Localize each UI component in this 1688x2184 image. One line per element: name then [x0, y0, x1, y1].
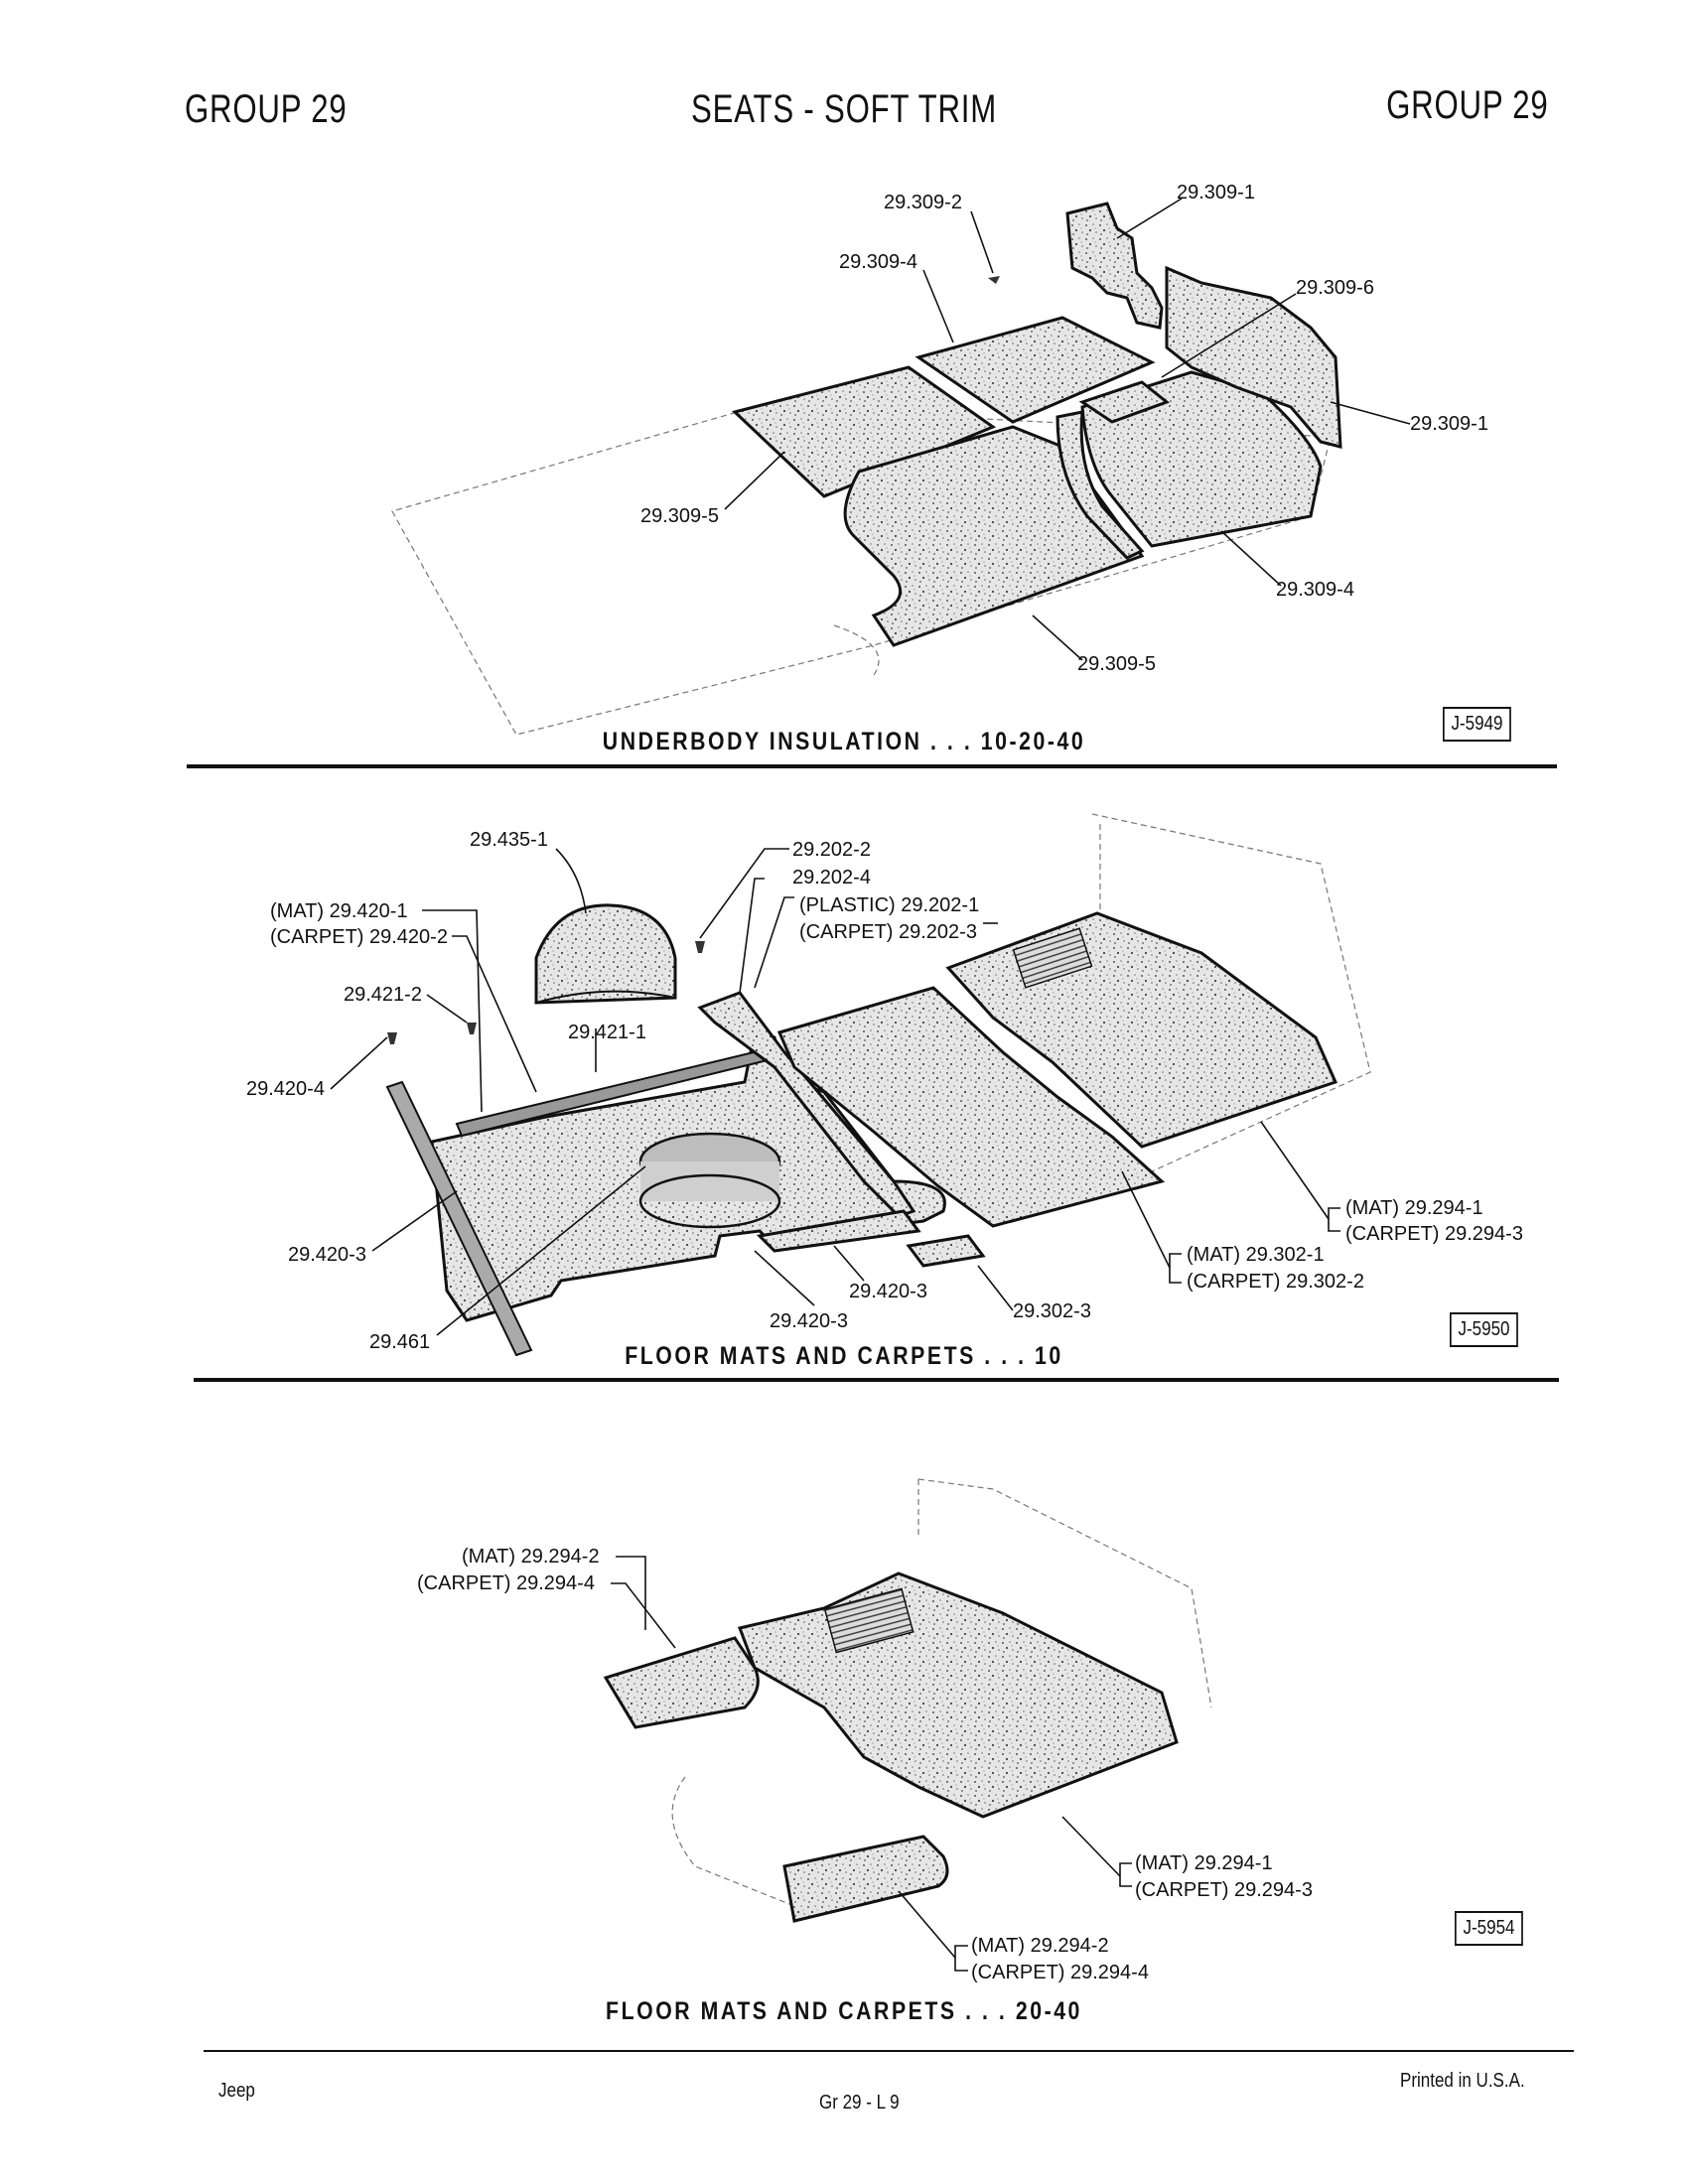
insulation-panel-rear-right: [1080, 370, 1323, 548]
callout-29-302-1-mat: (MAT) 29.302-1: [1187, 1244, 1325, 1266]
section-caption-underbody-insulation: UNDERBODY INSULATION . . . 10-20-40: [602, 728, 1086, 755]
insulation-toe-panel: [1078, 380, 1171, 424]
callout-29-435-1: 29.435-1: [470, 829, 548, 851]
footer-printed: Printed in U.S.A.: [1400, 2070, 1525, 2092]
callout-29-294-2-mat-top: (MAT) 29.294-2: [462, 1546, 600, 1568]
middle-floor-carpet: [776, 986, 1166, 1228]
section-caption-floor-mats-10: FLOOR MATS AND CARPETS . . . 10: [625, 1342, 1063, 1370]
callout-29-461: 29.461: [369, 1331, 430, 1353]
insulation-panel-front-right: [914, 316, 1156, 424]
callout-29-294-4-carpet-top: (CARPET) 29.294-4: [417, 1572, 595, 1594]
callout-29-294-3-carpet: (CARPET) 29.294-3: [1345, 1223, 1523, 1245]
callout-29-420-3-left: 29.420-3: [288, 1244, 366, 1266]
accelerator-grille-20-40: [823, 1587, 914, 1654]
rear-step-strip: [756, 1209, 921, 1253]
callout-29-202-3-carpet: (CARPET) 29.202-3: [799, 921, 977, 943]
callout-29-294-2-mat-bottom: (MAT) 29.294-2: [971, 1935, 1109, 1957]
front-mat-left: [782, 1835, 949, 1923]
screw-29-420-4-icon: [387, 1032, 397, 1044]
callout-29-309-5-left: 29.309-5: [640, 505, 719, 527]
callout-29-202-1-plastic: (PLASTIC) 29.202-1: [799, 894, 979, 916]
floor-mats-10-diagram: 29.435-1 29.202-2 29.202-4 (PLASTIC) 29.…: [246, 813, 1523, 1357]
callout-29-294-3-carpet: (CARPET) 29.294-3: [1135, 1879, 1313, 1901]
floor-mats-20-40-diagram: (MAT) 29.294-2 (CARPET) 29.294-4 (MAT) 2…: [417, 1478, 1313, 1983]
insulation-dash-panel-right: [1165, 265, 1342, 449]
callout-29-294-1-mat: (MAT) 29.294-1: [1135, 1852, 1273, 1874]
footer-divider: [204, 2050, 1574, 2052]
rear-mat-left: [603, 1636, 760, 1729]
callout-29-421-2: 29.421-2: [344, 984, 422, 1006]
screw-29-421-2-icon: [467, 1023, 477, 1034]
side-sill-left: [385, 1080, 533, 1357]
callout-29-202-2: 29.202-2: [792, 839, 871, 861]
wheelhouse-hump-side: [640, 1161, 779, 1201]
figure-id-j-5954: J-5954: [1455, 1911, 1523, 1946]
callout-29-309-1-right: 29.309-1: [1410, 413, 1488, 435]
screw-29-202-2-icon: [695, 941, 705, 953]
figure-id-j-5949: J-5949: [1443, 707, 1511, 742]
callout-29-309-4-top: 29.309-4: [839, 251, 917, 273]
callout-29-302-2-carpet: (CARPET) 29.302-2: [1187, 1271, 1364, 1293]
callout-29-420-3-middle: 29.420-3: [849, 1281, 927, 1302]
page-title: SEATS - SOFT TRIM: [691, 87, 997, 131]
insulation-panel-front-left: [731, 365, 997, 498]
insulation-dash-panel-left: [1065, 202, 1164, 330]
callout-29-309-5-bottom: 29.309-5: [1077, 653, 1156, 675]
front-floor-carpet-20-40: [737, 1571, 1179, 1819]
figure-id-j-5950: J-5950: [1450, 1312, 1518, 1347]
section-caption-floor-mats-20-40: FLOOR MATS AND CARPETS . . . 20-40: [606, 1997, 1082, 2025]
group-label-right: GROUP 29: [1386, 83, 1549, 127]
callout-29-302-3: 29.302-3: [1013, 1300, 1091, 1322]
callout-29-420-2-carpet: (CARPET) 29.420-2: [270, 926, 448, 948]
callout-29-294-1-mat: (MAT) 29.294-1: [1345, 1197, 1483, 1219]
footer-brand: Jeep: [218, 2080, 255, 2102]
callout-29-309-2: 29.309-2: [884, 192, 962, 213]
callout-29-420-1-mat: (MAT) 29.420-1: [270, 900, 408, 922]
spare-tire-cover: [534, 903, 677, 1005]
callout-29-420-4: 29.420-4: [246, 1078, 325, 1100]
callout-29-420-3-bottom: 29.420-3: [770, 1310, 848, 1332]
section-divider-1: [187, 764, 1557, 768]
callout-29-421-1: 29.421-1: [568, 1022, 646, 1043]
footer-page-number: Gr 29 - L 9: [819, 2092, 900, 2114]
rear-corner-strip: [906, 1234, 986, 1268]
clip-29-309-2-icon: [988, 276, 1000, 284]
callout-29-202-4: 29.202-4: [792, 867, 871, 888]
callout-29-309-1-top: 29.309-1: [1177, 182, 1255, 204]
accelerator-grille: [1012, 927, 1093, 989]
callout-29-309-6: 29.309-6: [1296, 277, 1374, 299]
group-label-left: GROUP 29: [185, 87, 348, 131]
callout-29-309-4-bottom: 29.309-4: [1276, 579, 1354, 601]
section-divider-2: [194, 1378, 1559, 1382]
callout-29-294-4-carpet-bottom: (CARPET) 29.294-4: [971, 1962, 1149, 1983]
underbody-insulation-diagram: 29.309-2 29.309-1 29.309-4 29.309-6 29.3…: [391, 182, 1488, 736]
insulation-tunnel-strip: [1055, 410, 1145, 560]
